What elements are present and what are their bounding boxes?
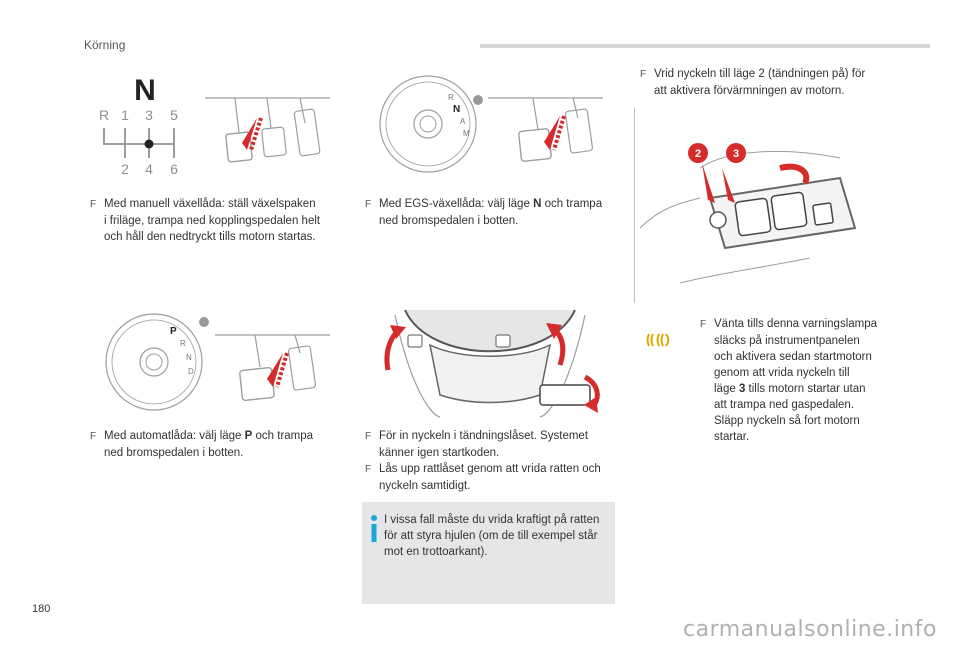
manual-gearbox-illustration: N R 1 3 5 2 4 6 [99, 74, 178, 177]
glow-plug-warning-icon [646, 333, 670, 347]
bullet-glyph: F [90, 431, 97, 442]
preheat-line5-post: tills motorn startar utan [745, 383, 866, 395]
steering-text-item1-line2: känner igen startkoden. [379, 447, 500, 459]
preheat-line2: släcks på instrumentpanelen [714, 335, 860, 347]
egs-letter-m: M [463, 129, 470, 138]
steering-text-item2-line1: Lås upp rattlåset genom att vrida ratten… [379, 463, 601, 475]
egs-text-post: och trampa [541, 198, 603, 210]
steering-text-item2-line2: nyckeln samtidigt. [379, 480, 471, 492]
info-box: I vissa fall måste du vrida kraftigt på … [362, 502, 615, 604]
manual-instruction: F Med manuell växellåda: ställ växelspake… [90, 196, 350, 245]
key-illustration: 2 3 [640, 143, 857, 284]
preheat-instruction: F Vänta tills denna varningslampa släcks … [700, 316, 910, 445]
info-line3: mot en trottoarkant). [384, 546, 488, 558]
egs-instruction: F Med EGS-växellåda: välj läge N och tram… [365, 196, 625, 229]
preheat-line1: Vänta tills denna varningslampa [714, 318, 878, 330]
gear-label-1: 1 [121, 107, 129, 123]
gear-label-2: 2 [121, 161, 129, 177]
header-bar [480, 44, 930, 48]
key-text-line1: Vrid nyckeln till läge 2 (tändningen på)… [654, 68, 866, 80]
page-number: 180 [32, 603, 51, 615]
auto-instruction: F Med automatlåda: välj läge P och trampa… [90, 428, 350, 461]
bullet-glyph: F [90, 199, 97, 210]
egs-text-bold: N [533, 198, 542, 210]
egs-text-line2: ned bromspedalen i botten. [379, 215, 519, 227]
preheat-line7: Släpp nyckeln så fort motorn [714, 415, 860, 427]
gear-label-3: 3 [145, 107, 153, 123]
key-text-line2: att aktivera förvärmningen av motorn. [654, 85, 845, 97]
auto-text-line2: ned bromspedalen i botten. [104, 447, 244, 459]
auto-dial-illustration: P R N D [105, 313, 209, 411]
bullet-glyph: F [365, 464, 372, 475]
section-title: Körning [84, 38, 126, 52]
auto-letter-r: R [180, 339, 186, 348]
egs-dial-illustration: R N A M [379, 75, 483, 173]
bullet-glyph: F [640, 69, 647, 80]
gear-label-5: 5 [170, 107, 178, 123]
gear-label-4: 4 [145, 161, 153, 177]
preheat-line8: startar. [714, 431, 750, 443]
egs-letter-n: N [453, 104, 460, 115]
egs-letter-a: A [460, 117, 466, 126]
manual-pedals-illustration [205, 97, 330, 163]
info-icon [371, 515, 377, 542]
watermark: carmanualsonline.info [683, 617, 937, 642]
steering-wheel-illustration [384, 309, 600, 418]
egs-text-pre: Med EGS-växellåda: välj läge [379, 198, 534, 210]
auto-pedals-illustration [215, 334, 330, 401]
preheat-line5-pre: läge [714, 383, 739, 395]
gear-label-6: 6 [170, 161, 178, 177]
bullet-glyph: F [700, 319, 707, 330]
egs-pedals-illustration [488, 97, 603, 162]
steering-text-item1-line1: För in nyckeln i tändningslåset. Systeme… [379, 430, 589, 442]
preheat-line5-bold: 3 [738, 383, 746, 395]
key-illustration-frame [634, 108, 905, 303]
manual-text-line1: Med manuell växellåda: ställ växelspaken [104, 198, 316, 210]
auto-letter-d: D [188, 367, 194, 376]
preheat-line3: och aktivera sedan startmotorn [714, 351, 872, 363]
auto-text-bold: P [244, 430, 253, 442]
manual-text-line3: och håll den nedtryckt tills motorn star… [104, 231, 316, 243]
auto-text-post: och trampa [252, 430, 314, 442]
egs-letter-r: R [448, 93, 454, 102]
auto-letter-n: N [186, 353, 192, 362]
info-line1: I vissa fall måste du vrida kraftigt på … [384, 514, 600, 526]
bullet-glyph: F [365, 199, 372, 210]
gear-selected-label: N [134, 74, 156, 107]
auto-text-pre: Med automatlåda: välj läge [104, 430, 245, 442]
preheat-line6: att trampa ned gaspedalen. [714, 399, 855, 411]
preheat-line4: genom att vrida nyckeln till [714, 367, 850, 379]
key-instruction: F Vrid nyckeln till läge 2 (tändningen på… [640, 66, 910, 99]
key-callout-3: 3 [733, 148, 739, 160]
steering-instruction: F För in nyckeln i tändningslåset. System… [365, 428, 625, 494]
key-callout-2: 2 [695, 148, 701, 160]
bullet-glyph: F [365, 431, 372, 442]
info-line2: för att styra hjulen (om de till exempel… [384, 530, 598, 542]
manual-text-line2: i friläge, trampa ned kopplingspedalen h… [104, 215, 321, 227]
gear-label-r: R [99, 107, 109, 123]
auto-letter-p: P [170, 326, 177, 337]
